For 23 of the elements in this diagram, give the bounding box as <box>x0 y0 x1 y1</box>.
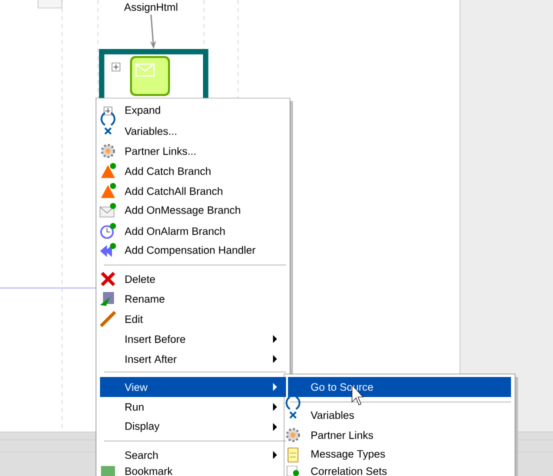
menu-item: Display <box>125 422 277 432</box>
menu-item: Add OnMessage Branch <box>124 206 240 216</box>
menu-item: Add CatchAll Branch <box>124 187 222 195</box>
menu-item: Variables... <box>124 127 176 135</box>
menu-item: Add Catch Branch <box>124 167 210 175</box>
activity-label: AssignHtml <box>124 3 178 13</box>
menu-item: Insert After <box>126 355 277 363</box>
menu-item: Partner Links <box>311 431 374 439</box>
menu-item: Insert Before <box>126 335 277 343</box>
menu-item: Rename <box>125 295 164 303</box>
menu-item: Search <box>125 451 277 459</box>
menu-item: Add Compensation Handler <box>124 246 256 256</box>
menu-item: Delete <box>125 275 155 283</box>
menu-item: Run <box>125 403 277 411</box>
menu-item: Edit <box>125 315 143 323</box>
menu-item: Add OnAlarm Branch <box>124 227 225 235</box>
menu-item: Correlation Sets <box>311 467 387 475</box>
menu-item: Variables <box>310 411 354 419</box>
menu-item: Message Types <box>311 450 385 460</box>
menu-item: Expand <box>125 106 160 116</box>
menu-item: Bookmark <box>125 467 173 475</box>
menu-item: Partner Links... <box>125 147 196 155</box>
highlighted-menu-item: View <box>100 377 286 397</box>
